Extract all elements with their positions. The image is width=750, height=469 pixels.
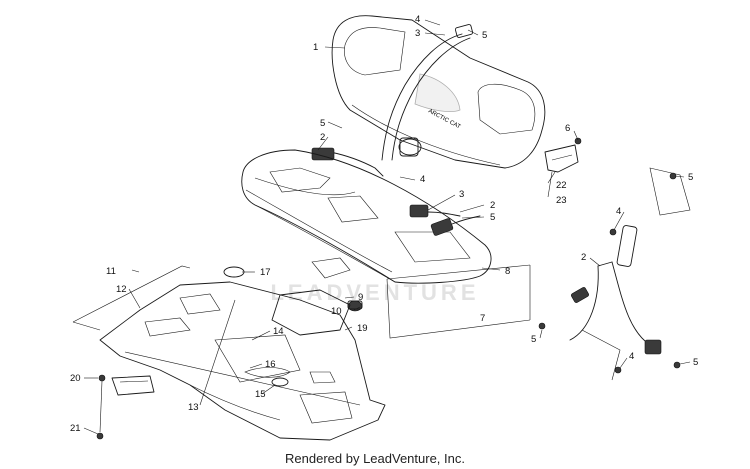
callout-4: 4 xyxy=(420,174,425,185)
callout-2: 2 xyxy=(320,132,325,143)
callout-14: 14 xyxy=(273,326,284,337)
callout-2: 2 xyxy=(490,200,495,211)
callout-5: 5 xyxy=(693,357,698,368)
front-seat-belt-buckles xyxy=(409,204,481,236)
render-credit: Rendered by LeadVenture, Inc. xyxy=(285,451,465,466)
callout-5: 5 xyxy=(531,334,536,345)
leader-lines xyxy=(83,19,691,435)
callout-3: 3 xyxy=(415,28,420,39)
callout-4: 4 xyxy=(616,206,621,217)
seat-bumpers xyxy=(347,300,363,312)
callout-15: 15 xyxy=(255,389,266,400)
callout-5: 5 xyxy=(688,172,693,183)
callout-8: 8 xyxy=(505,266,510,277)
callout-12: 12 xyxy=(116,284,127,295)
seat-backrest: ARCTIC CAT xyxy=(331,15,546,169)
callout-7: 7 xyxy=(480,313,485,324)
seat-base xyxy=(241,149,492,284)
callout-5: 5 xyxy=(482,30,487,41)
callout-5: 5 xyxy=(490,212,495,223)
floor-pan xyxy=(99,281,386,441)
group-brackets xyxy=(72,264,531,339)
seat-logo: ARCTIC CAT xyxy=(427,108,462,130)
callout-23: 23 xyxy=(556,195,567,206)
floor-bracket xyxy=(96,374,155,440)
callout-20: 20 xyxy=(70,373,81,384)
callout-5: 5 xyxy=(320,118,325,129)
watermark: LEADVENTURE xyxy=(270,280,479,305)
callout-16: 16 xyxy=(265,359,276,370)
callout-10: 10 xyxy=(331,306,342,317)
callout-22: 22 xyxy=(556,180,567,191)
callout-9: 9 xyxy=(358,292,363,303)
callout-4: 4 xyxy=(415,14,420,25)
callout-19: 19 xyxy=(357,323,368,334)
callout-11: 11 xyxy=(106,266,116,277)
seat-bracket xyxy=(544,137,582,173)
callout-13: 13 xyxy=(188,402,199,413)
callout-21: 21 xyxy=(70,423,81,434)
callout-labels: 1 4 3 5 5 2 6 22 23 4 3 2 5 8 9 10 7 19 … xyxy=(70,14,698,434)
callout-4: 4 xyxy=(629,351,634,362)
callout-6: 6 xyxy=(565,123,570,134)
callout-1: 1 xyxy=(313,42,318,53)
belt-detail xyxy=(538,167,691,381)
backrest-seat-belt xyxy=(311,24,474,177)
callout-17: 17 xyxy=(260,267,271,278)
callout-2: 2 xyxy=(581,252,586,263)
callout-3: 3 xyxy=(459,189,464,200)
